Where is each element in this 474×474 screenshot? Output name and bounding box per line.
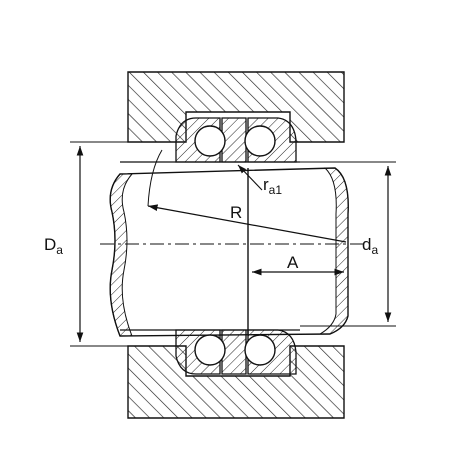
ball [244,334,276,366]
dimension-a [247,244,344,282]
label-axial-distance: A [287,253,299,272]
ball [194,334,226,366]
label-fillet-radius: ra1 [263,175,282,197]
bearing-upper [175,117,297,163]
radius-r [147,149,347,243]
fillet-leader [237,164,263,191]
label-inner-diameter: da [362,235,378,257]
label-spherical-radius: R [230,203,242,222]
ball [244,125,276,157]
ball [194,125,226,157]
label-outer-diameter: Da [44,235,63,257]
dimension-da-inner [300,161,396,327]
shaft [109,161,349,337]
bearing-lower [175,329,297,375]
dimension-da-outer [70,141,176,347]
